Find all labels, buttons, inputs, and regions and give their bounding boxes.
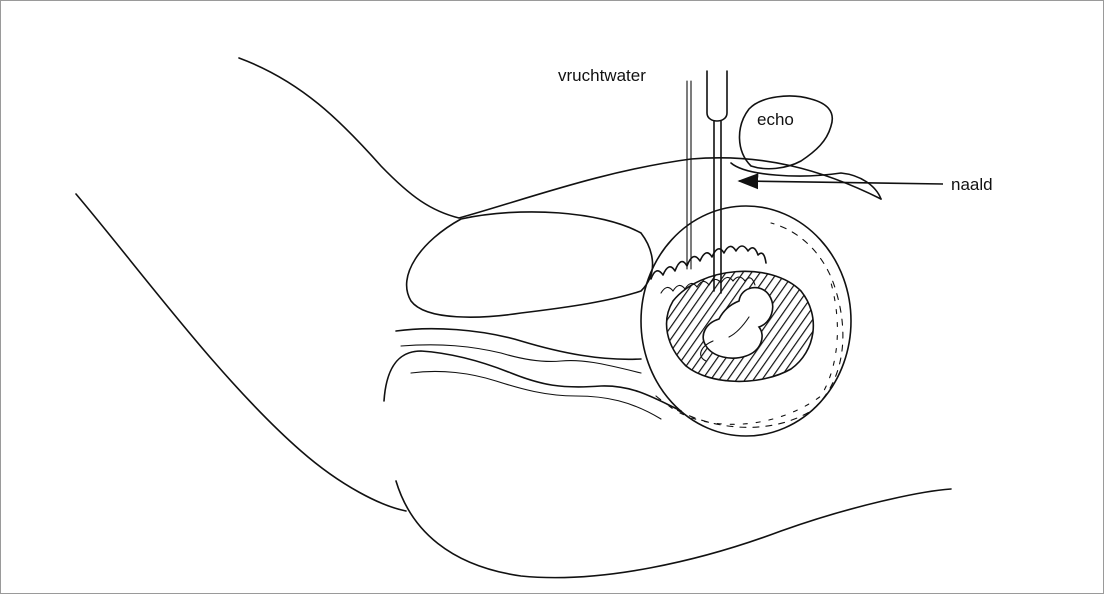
label-amniotic-fluid: vruchtwater	[558, 66, 646, 85]
body-outline-lower	[76, 194, 406, 511]
label-needle: naald	[951, 175, 993, 194]
needle-hub	[707, 71, 727, 121]
bladder	[407, 212, 653, 317]
cervix-upper	[396, 329, 641, 360]
ultrasound-probe	[739, 96, 832, 169]
label-ultrasound: echo	[757, 110, 794, 129]
buttock-outline	[396, 481, 951, 578]
rectum-lower	[411, 371, 661, 419]
